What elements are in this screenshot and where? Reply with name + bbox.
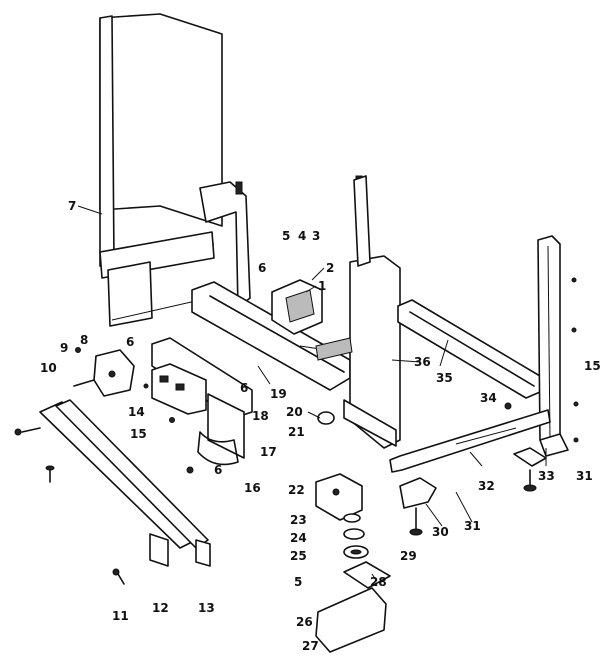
- callout-29: 29: [400, 549, 417, 563]
- hinge: [93, 349, 135, 397]
- callout-15b: 15: [584, 359, 601, 373]
- callout-4: 4: [298, 229, 306, 243]
- mount-bracket: [399, 477, 437, 509]
- callout-12: 12: [152, 601, 169, 615]
- clip: [197, 431, 239, 466]
- right-rail: [397, 299, 541, 399]
- callout-28: 28: [370, 575, 387, 589]
- callout-36: 36: [414, 355, 431, 369]
- rear-panel: [99, 13, 223, 327]
- callout-6d: 6: [214, 463, 222, 477]
- callout-1: 1: [318, 279, 326, 293]
- callout-14: 14: [128, 405, 145, 419]
- callout-8: 8: [80, 333, 88, 347]
- bottom-rail: [389, 409, 551, 473]
- callout-34: 34: [480, 391, 497, 405]
- callout-23: 23: [290, 513, 307, 527]
- callout-11: 11: [112, 609, 129, 623]
- callout-24: 24: [290, 531, 307, 545]
- callout-10: 10: [40, 361, 57, 375]
- screws: [14, 277, 579, 585]
- callout-5b: 5: [294, 575, 302, 589]
- support-bracket: [343, 561, 391, 589]
- callout-31a: 31: [464, 519, 481, 533]
- callout-22: 22: [288, 483, 305, 497]
- callout-20: 20: [286, 405, 303, 419]
- callout-6c: 6: [240, 381, 248, 395]
- motor-block: [271, 279, 323, 335]
- washer-stack: [343, 513, 369, 559]
- right-upright: [537, 235, 569, 457]
- callout-13: 13: [198, 601, 215, 615]
- callout-17: 17: [260, 445, 277, 459]
- callout-18: 18: [252, 409, 269, 423]
- callout-5a: 5: [282, 229, 290, 243]
- leader-lines: [77, 205, 547, 581]
- callout-33: 33: [538, 469, 555, 483]
- callout-25: 25: [290, 549, 307, 563]
- foot-bracket: [513, 447, 547, 492]
- callout-2: 2: [326, 261, 334, 275]
- callout-35: 35: [436, 371, 453, 385]
- callout-31b: 31: [576, 469, 593, 483]
- callout-32: 32: [478, 479, 495, 493]
- left-bracket: [39, 399, 211, 567]
- callout-30: 30: [432, 525, 449, 539]
- callout-6a: 6: [258, 261, 266, 275]
- callout-26: 26: [296, 615, 313, 629]
- callout-9: 9: [60, 341, 68, 355]
- hinge-bracket: [151, 337, 253, 419]
- main-frame: [191, 175, 401, 449]
- callout-27: 27: [302, 639, 319, 653]
- callout-19: 19: [270, 387, 287, 401]
- leveling-bolt: [409, 507, 423, 536]
- callout-7: 7: [68, 199, 76, 213]
- base-plate: [315, 587, 387, 653]
- roller: [317, 411, 335, 425]
- callout-3: 3: [312, 229, 320, 243]
- callouts: 1 2 3 4 5 5 6 6 6 6 7 8 9 10 11 12 13 14…: [40, 199, 601, 653]
- callout-6b: 6: [126, 335, 134, 349]
- callout-15a: 15: [130, 427, 147, 441]
- latch: [315, 473, 363, 521]
- callout-21: 21: [288, 425, 305, 439]
- callout-16: 16: [244, 481, 261, 495]
